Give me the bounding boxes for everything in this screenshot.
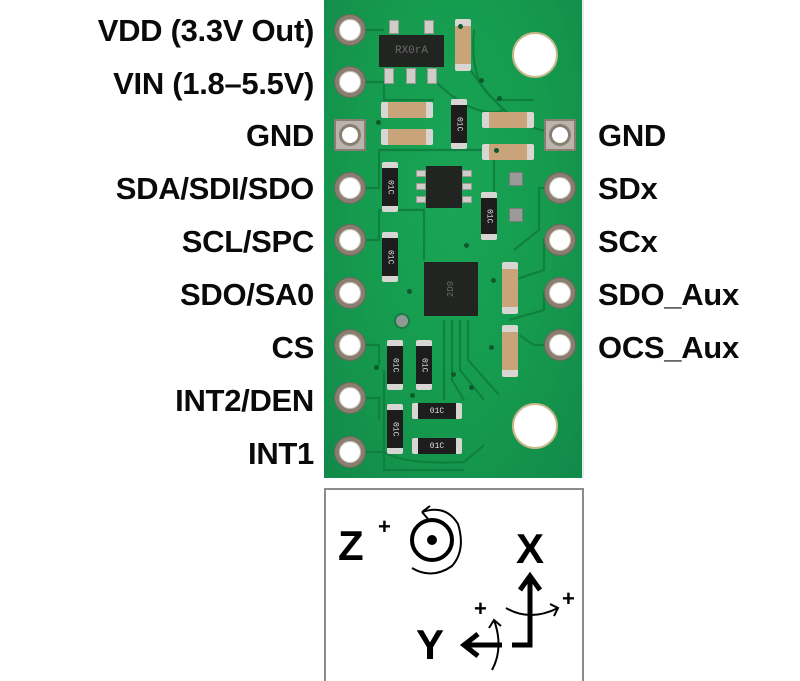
capacitor [455,19,471,71]
pin-gnd-left [334,119,366,151]
pin-vin [335,67,365,97]
capacitor [381,102,433,118]
pin-int1 [335,437,365,467]
ic-leg [416,183,426,190]
pin-label-vin: VIN (1.8–5.5V) [113,66,314,101]
pin-label-sdx: SDx [598,171,658,206]
pin-cs [335,330,365,360]
pin-scl [335,225,365,255]
regulator-leg [384,68,394,84]
resistor: 01C [412,403,462,419]
resistor: 01C [387,340,403,390]
capacitor [482,112,534,128]
pin-int2 [335,383,365,413]
capacitor [502,325,518,377]
via [374,365,379,370]
via [451,372,456,377]
ic-leg [462,196,472,203]
pin-ocs-aux [545,330,575,360]
fiducial [394,313,410,329]
via [489,345,494,350]
y-rotation-plus-sign: + [474,596,487,621]
capacitor [381,129,433,145]
via [497,96,502,101]
sensor-ic: 2D9 [424,262,478,316]
pin-label-scx: SCx [598,224,658,259]
pcb-traces [364,28,565,472]
via [407,289,412,294]
via [458,24,463,29]
pin-label-sdo-sa0: SDO/SA0 [180,277,314,312]
pin-sdx [545,173,575,203]
orientation-diagram: Z + X Y + + [324,488,584,681]
pin-label-scl: SCL/SPC [181,224,315,259]
regulator-leg [427,68,437,84]
regulator-leg [406,68,416,84]
resistor: 01C [451,99,467,149]
pin-label-gnd-right: GND [598,118,666,153]
z-axis-out-of-page-icon [410,505,462,575]
pin-sdo-sa0 [335,278,365,308]
ic-leg [462,170,472,177]
resistor: 01C [382,232,398,282]
ic-leg [416,170,426,177]
regulator-leg [389,20,399,34]
pin-vdd [335,15,365,45]
via [491,278,496,283]
pin-sda [335,173,365,203]
z-axis-label: Z [338,522,364,569]
regulator-marking: RX0rA [394,45,428,57]
x-axis-label: X [516,525,545,572]
test-pad [509,208,523,222]
pin-label-gnd-left: GND [246,118,314,153]
via [479,78,484,83]
level-shifter-ic [426,166,462,208]
pin-label-int2: INT2/DEN [175,383,314,418]
pin-sdo-aux [545,278,575,308]
ic-leg [462,183,472,190]
voltage-regulator: RX0rA [379,35,444,67]
regulator-leg [424,20,434,34]
pin-label-int1: INT1 [248,436,314,471]
sensor-marking: 2D9 [445,280,456,298]
test-pad [509,172,523,186]
ic-leg [416,196,426,203]
resistor: 01C [412,438,462,454]
resistor: 01C [387,404,403,454]
via [376,120,381,125]
pcb-board: RX0rA 01C 01C 01C 01C 2D9 01C [324,0,584,478]
resistor: 01C [416,340,432,390]
pin-label-sdo-aux: SDO_Aux [598,277,739,312]
pin-label-vdd: VDD (3.3V Out) [97,13,315,48]
capacitor [502,262,518,314]
x-rotation-plus-sign: + [562,586,575,611]
via [494,148,499,153]
mounting-hole-top [512,32,558,78]
xy-axes-arrows-icon [459,571,560,671]
via [410,393,415,398]
resistor: 01C [382,162,398,212]
pin-scx [545,225,575,255]
pin-gnd-right [544,119,576,151]
pin-label-cs: CS [271,330,315,365]
pin-label-sda: SDA/SDI/SDO [115,171,315,206]
resistor: 01C [481,192,497,240]
capacitor [482,144,534,160]
mounting-hole-bottom [512,403,558,449]
y-axis-label: Y [416,621,445,668]
pin-label-ocs-aux: OCS_Aux [598,330,739,365]
z-plus-sign: + [378,514,391,539]
via [464,243,469,248]
via [469,385,474,390]
